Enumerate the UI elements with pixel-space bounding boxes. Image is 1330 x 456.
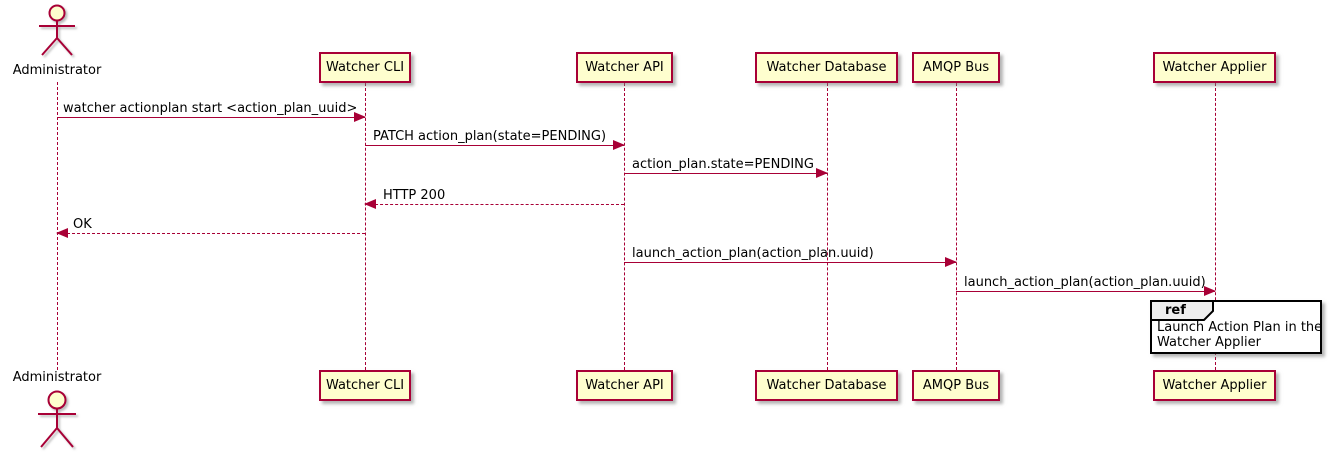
- arrow-line: [364, 199, 624, 209]
- ref-text-line2: Watcher Applier: [1157, 335, 1261, 350]
- message-label: OK: [73, 217, 92, 232]
- participant-top-watcher-applier: Watcher Applier: [1153, 52, 1276, 83]
- arrowhead-icon: [945, 257, 957, 267]
- arrowhead-icon: [816, 168, 828, 178]
- lifeline-watcher-api: [623, 83, 625, 370]
- participant-top-watcher-api: Watcher API: [576, 52, 673, 83]
- message-launch-action-plan-amqp-applier: launch_action_plan(action_plan.uuid): [956, 275, 1216, 296]
- actor-label-top: Administrator: [12, 63, 102, 78]
- participant-bottom-watcher-cli: Watcher CLI: [319, 370, 411, 401]
- lifeline-administrator: [56, 82, 58, 370]
- message-label: PATCH action_plan(state=PENDING): [373, 129, 607, 144]
- participant-top-watcher-database: Watcher Database: [755, 52, 898, 83]
- lifeline-watcher-applier: [1214, 83, 1216, 370]
- actor-icon: [38, 390, 76, 448]
- arrowhead-icon: [354, 112, 366, 122]
- arrow-line: [57, 112, 366, 122]
- arrow-line: [956, 286, 1216, 296]
- message-http-200: HTTP 200: [364, 188, 624, 209]
- participant-bottom-watcher-api: Watcher API: [576, 370, 673, 401]
- message-ok: OK: [56, 217, 365, 238]
- message-label: launch_action_plan(action_plan.uuid): [632, 246, 874, 261]
- participant-bottom-watcher-applier: Watcher Applier: [1153, 370, 1276, 401]
- actor-icon: [39, 4, 75, 56]
- arrowhead-icon: [1204, 286, 1216, 296]
- participant-top-watcher-cli: Watcher CLI: [319, 52, 411, 83]
- message-patch-action-plan: PATCH action_plan(state=PENDING): [365, 129, 625, 150]
- message-label: launch_action_plan(action_plan.uuid): [964, 275, 1206, 290]
- arrow-line: [365, 140, 625, 150]
- arrow-line: [56, 228, 365, 238]
- lifeline-watcher-database: [826, 83, 828, 370]
- message-state-pending: action_plan.state=PENDING: [624, 157, 828, 178]
- participant-bottom-amqp-bus: AMQP Bus: [912, 370, 1000, 401]
- lifeline-watcher-cli: [364, 83, 366, 370]
- message-label: watcher actionplan start <action_plan_uu…: [63, 101, 358, 116]
- lifeline-amqp-bus: [955, 83, 957, 370]
- message-launch-action-plan-api-amqp: launch_action_plan(action_plan.uuid): [624, 246, 957, 267]
- message-label: HTTP 200: [383, 188, 446, 203]
- participant-bottom-watcher-database: Watcher Database: [755, 370, 898, 401]
- arrowhead-icon: [613, 140, 625, 150]
- ref-text: Launch Action Plan in the Watcher Applie…: [1152, 319, 1323, 352]
- ref-keyword: ref: [1165, 303, 1186, 318]
- ref-tab-icon: [1150, 300, 1214, 321]
- ref-text-line1: Launch Action Plan in the: [1157, 320, 1323, 335]
- arrow-line: [624, 257, 957, 267]
- arrowhead-icon: [56, 228, 68, 238]
- message-label: action_plan.state=PENDING: [632, 157, 814, 172]
- arrow-line: [624, 168, 828, 178]
- arrowhead-icon: [364, 199, 376, 209]
- participant-top-amqp-bus: AMQP Bus: [912, 52, 1000, 83]
- actor-label-bottom: Administrator: [12, 370, 102, 385]
- ref-fragment: ref Launch Action Plan in the Watcher Ap…: [1150, 300, 1322, 354]
- message-start-actionplan: watcher actionplan start <action_plan_uu…: [57, 101, 366, 122]
